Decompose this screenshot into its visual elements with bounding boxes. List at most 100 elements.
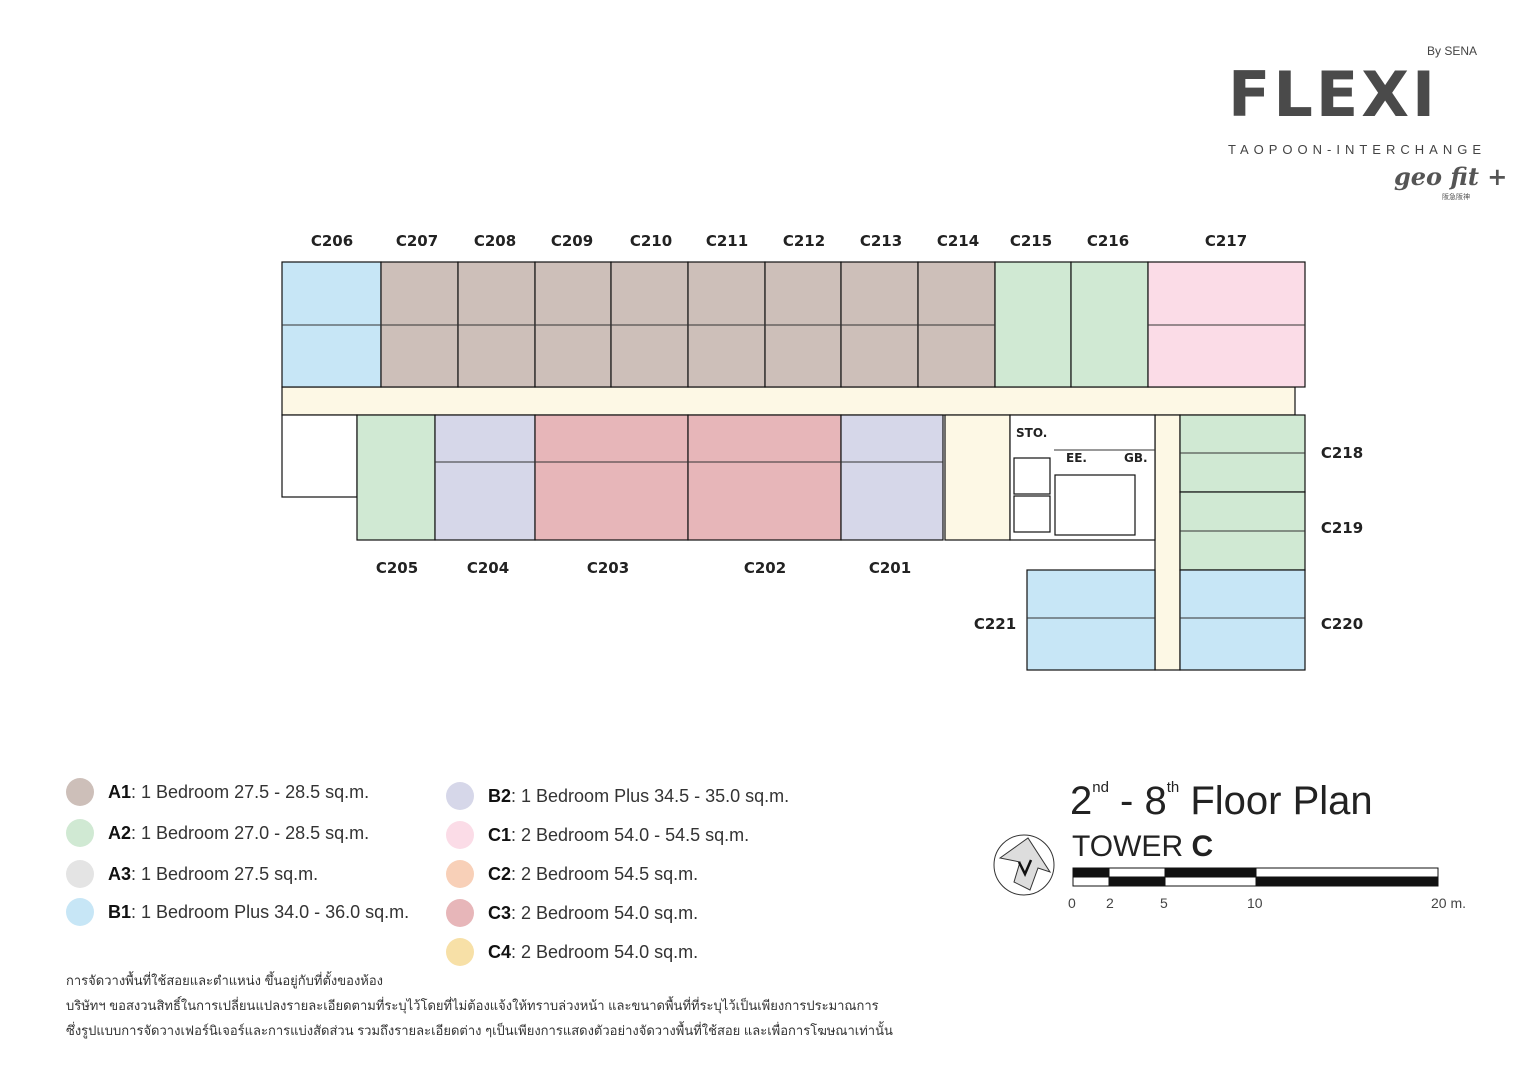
legend-code: C3: [488, 903, 512, 923]
unit-c203: [534, 414, 689, 541]
unit-label: C210: [630, 232, 672, 250]
legend-item-b1: B1 : 1 Bedroom Plus 34.0 - 36.0 sq.m.: [66, 898, 409, 926]
legend-item-c3: C3 : 2 Bedroom 54.0 sq.m.: [446, 899, 698, 927]
unit-label: C211: [706, 232, 748, 250]
swatch-a1: [66, 778, 94, 806]
logo-flexi: FLEXI: [1228, 58, 1439, 131]
north-arrow-icon: [993, 834, 1055, 896]
swatch-c1: [446, 821, 474, 849]
unit-label: C218: [1321, 444, 1363, 462]
unit-label: C213: [860, 232, 902, 250]
unit-label: C221: [974, 615, 1016, 633]
legend-desc: : 1 Bedroom Plus 34.0 - 36.0 sq.m.: [131, 902, 410, 922]
legend-desc: : 1 Bedroom 27.5 sq.m.: [131, 864, 319, 884]
legend-desc: : 1 Bedroom Plus 34.5 - 35.0 sq.m.: [511, 786, 790, 806]
stair-west: [281, 414, 358, 498]
legend-code: A3: [108, 864, 132, 884]
legend-code: B2: [488, 786, 512, 806]
unit-label: C201: [869, 559, 911, 577]
scale-tick: 5: [1160, 895, 1168, 911]
stair-core: [1054, 474, 1136, 536]
legend-code: C2: [488, 864, 512, 884]
legend-item-c1: C1 : 2 Bedroom 54.0 - 54.5 sq.m.: [446, 821, 749, 849]
unit-label: C212: [783, 232, 825, 250]
corridor-lift-lobby: [944, 414, 1011, 541]
swatch-c4: [446, 938, 474, 966]
title-dash: -: [1108, 779, 1145, 823]
legend-desc: : 2 Bedroom 54.5 sq.m.: [511, 864, 699, 884]
tower-letter: C: [1191, 830, 1214, 863]
disclaimer-line: การจัดวางพื้นที่ใช้สอยและตำแหน่ง ขึ้นอยู…: [66, 973, 384, 988]
unit-c216: [1070, 261, 1149, 388]
corridor-main: [281, 386, 1296, 416]
unit-c201: [840, 414, 944, 541]
unit-c202: [687, 414, 842, 541]
title-to: 8: [1144, 779, 1167, 823]
scale-tick: 0: [1068, 895, 1076, 911]
unit-label: C214: [937, 232, 979, 250]
corridor-east: [1154, 414, 1181, 671]
tower-text: TOWER: [1072, 830, 1192, 863]
legend-code: C1: [488, 825, 512, 845]
unit-label: C204: [467, 559, 509, 577]
disclaimer-line: บริษัทฯ ขอสงวนสิทธิ์ในการเปลี่ยนแปลงรายล…: [66, 998, 879, 1013]
title-from-sup: nd: [1092, 779, 1109, 796]
scale-tick: 10: [1247, 895, 1263, 911]
unit-c220: [1179, 569, 1306, 671]
legend-item-c4: C4 : 2 Bedroom 54.0 sq.m.: [446, 938, 698, 966]
logo-geofit-sub: 阪急阪神: [1442, 194, 1470, 201]
unit-label: C216: [1087, 232, 1129, 250]
unit-label: C220: [1321, 615, 1363, 633]
swatch-b2: [446, 782, 474, 810]
room-sto: STO.: [1016, 426, 1047, 440]
swatch-c2: [446, 860, 474, 888]
unit-label: C205: [376, 559, 418, 577]
room-gb: GB.: [1124, 451, 1148, 465]
swatch-b1: [66, 898, 94, 926]
legend-code: C4: [488, 942, 512, 962]
room-ee: EE.: [1066, 451, 1087, 465]
legend-desc: : 1 Bedroom 27.0 - 28.5 sq.m.: [131, 823, 370, 843]
unit-label: C209: [551, 232, 593, 250]
swatch-a2: [66, 819, 94, 847]
scale-bar: [1072, 867, 1439, 887]
unit-label: C202: [744, 559, 786, 577]
title-rest: Floor Plan: [1179, 779, 1373, 823]
legend-desc: : 1 Bedroom 27.5 - 28.5 sq.m.: [131, 782, 370, 802]
unit-label: C203: [587, 559, 629, 577]
unit-label: C219: [1321, 519, 1363, 537]
swatch-a3: [66, 860, 94, 888]
title-from: 2: [1070, 779, 1093, 823]
unit-label: C206: [311, 232, 353, 250]
legend-item-c2: C2 : 2 Bedroom 54.5 sq.m.: [446, 860, 698, 888]
legend-code: A2: [108, 823, 132, 843]
legend-code: B1: [108, 902, 132, 922]
unit-c204: [434, 414, 536, 541]
scale-tick: 20 m.: [1431, 895, 1467, 911]
tower-label: TOWER C: [1072, 830, 1213, 864]
unit-label: C207: [396, 232, 438, 250]
unit-label: C208: [474, 232, 516, 250]
unit-label: C217: [1205, 232, 1247, 250]
unit-c221: [1026, 569, 1156, 671]
legend-item-a3: A3 : 1 Bedroom 27.5 sq.m.: [66, 860, 318, 888]
legend-item-a1: A1 : 1 Bedroom 27.5 - 28.5 sq.m.: [66, 778, 369, 806]
unit-label: C215: [1010, 232, 1052, 250]
scale-tick: 2: [1106, 895, 1114, 911]
unit-c215: [994, 261, 1072, 388]
unit-c205: [356, 414, 436, 541]
logo-by-sena: By SENA: [1427, 44, 1478, 58]
legend-desc: : 2 Bedroom 54.0 - 54.5 sq.m.: [511, 825, 750, 845]
page-title: 2nd - 8th Floor Plan: [1070, 778, 1373, 824]
legend-item-a2: A2 : 1 Bedroom 27.0 - 28.5 sq.m.: [66, 819, 369, 847]
logo-location: TAOPOON-INTERCHANGE: [1228, 142, 1486, 157]
disclaimer-line: ซึ่งรูปแบบการจัดวางเฟอร์นิเจอร์และการแบ่…: [66, 1023, 893, 1038]
logo-geofit: geo fit +: [1394, 162, 1508, 191]
title-to-sup: th: [1166, 779, 1180, 796]
lift-2: [1013, 495, 1051, 533]
legend-item-b2: B2 : 1 Bedroom Plus 34.5 - 35.0 sq.m.: [446, 782, 789, 810]
legend-desc: : 2 Bedroom 54.0 sq.m.: [511, 942, 699, 962]
legend-code: A1: [108, 782, 132, 802]
legend-desc: : 2 Bedroom 54.0 sq.m.: [511, 903, 699, 923]
